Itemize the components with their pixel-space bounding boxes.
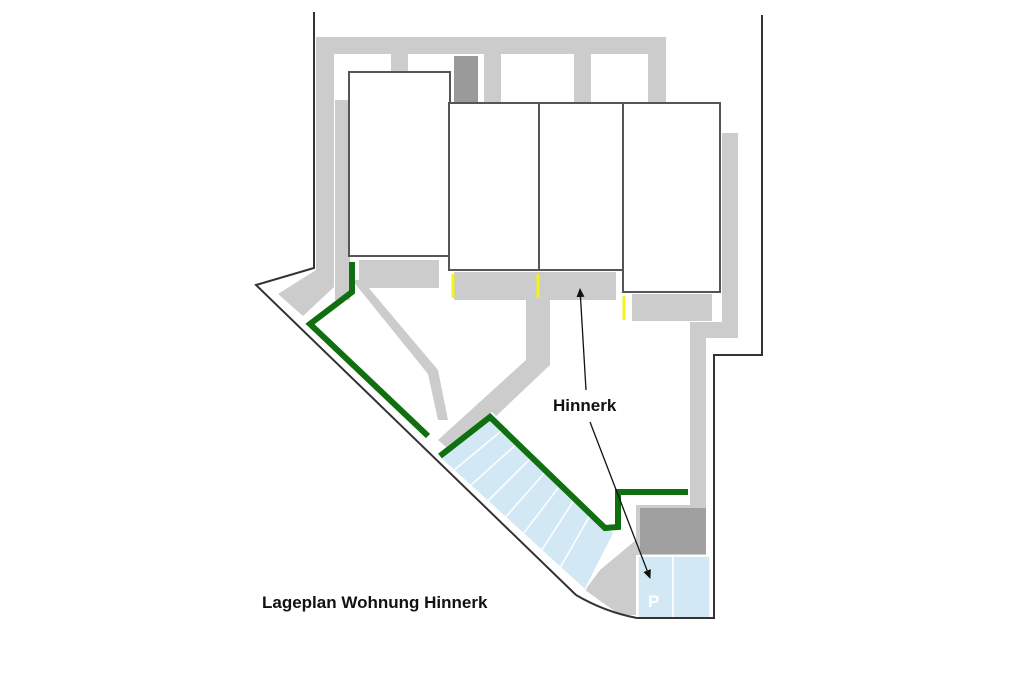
map-title: Lageplan Wohnung Hinnerk [262,593,488,612]
pointer-label: Hinnerk [553,396,617,415]
building-2 [448,102,541,271]
arrow-to-apartment [576,288,587,391]
buildings [348,71,721,293]
parking-symbol: P [648,592,660,611]
building-4 [622,102,721,293]
garage [640,508,706,554]
site-boundary [254,12,763,619]
parking-space-hinnerk [637,555,674,619]
parking-area [435,412,711,619]
building-3 [538,102,625,271]
parking-space-2 [672,555,711,619]
building-1 [348,71,451,257]
stairs [454,56,478,103]
pointer-arrows [576,288,651,579]
entrances [451,274,626,320]
hedges [305,262,688,532]
arrow-to-parking [589,421,651,579]
